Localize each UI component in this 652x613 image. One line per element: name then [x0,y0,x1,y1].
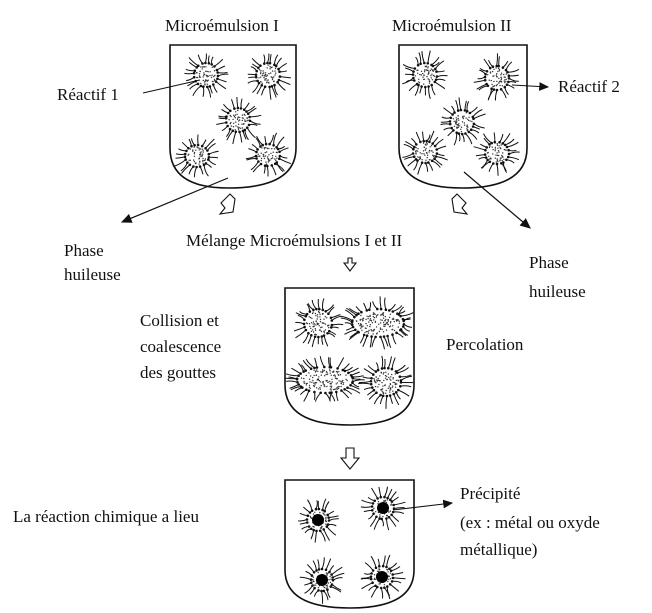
micelle-1b [248,54,291,100]
micelle-1a [184,54,228,98]
label-reaction: La réaction chimique a lieu [13,507,199,526]
label-microemulsion-1: Microémulsion I [165,16,279,35]
phase-left-arrow [122,178,228,222]
micelle-2c [441,97,486,145]
micelle-2e [474,133,520,176]
micelle-2d [402,131,447,175]
label-phase-left-1: Phase [64,241,104,260]
micelle-3c-coalescing [285,356,365,401]
micelle-4b [361,487,406,530]
label-reactif-2: Réactif 2 [558,77,620,96]
reactif-2-pointer [512,85,548,87]
label-phase-right-2: huileuse [529,282,586,301]
label-precipite-1: Précipité [460,484,520,503]
label-collision-1: Collision et [140,311,219,330]
micelle-4c [300,557,345,603]
micelle-4a [298,499,339,543]
label-phase-left-2: huileuse [64,265,121,284]
label-melange: Mélange Microémulsions I et II [186,231,403,250]
micelle-3a [294,298,343,347]
micelle-1c [216,97,261,144]
label-collision-2: coalescence [140,337,221,356]
label-precipite-3: métallique) [460,540,537,559]
micelle-3b-coalescing [341,296,414,349]
mix-arrow-left [220,194,235,214]
mix-arrow-right [452,194,467,214]
reactif-1-pointer [143,80,200,93]
label-microemulsion-2: Microémulsion II [392,16,512,35]
precipite-pointer [393,503,452,510]
down-arrow-1 [344,258,356,271]
micelle-4d [361,555,406,599]
label-reactif-1: Réactif 1 [57,85,119,104]
label-phase-right-1: Phase [529,253,569,272]
micelle-3d [358,356,413,409]
down-arrow-2 [341,448,359,469]
label-precipite-2: (ex : métal ou oxyde [460,513,600,532]
micelle-1e [246,133,291,177]
micelle-2b [474,53,519,100]
micelle-2a [402,51,447,99]
label-collision-3: des gouttes [140,363,216,382]
label-percolation: Percolation [446,335,524,354]
micelle-1d [174,135,218,178]
phase-right-arrow [464,172,530,228]
